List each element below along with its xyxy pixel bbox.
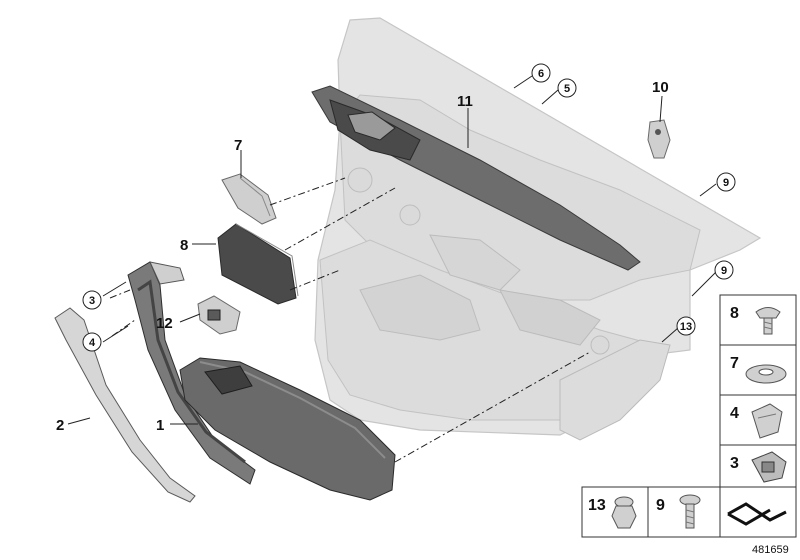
svg-text:9: 9 xyxy=(723,177,729,189)
door-pocket-part xyxy=(559,339,671,441)
svg-text:13: 13 xyxy=(588,497,606,514)
clip-part xyxy=(647,119,671,159)
callout-13: 13 xyxy=(676,316,696,336)
armrest-part xyxy=(179,357,396,501)
callout-5: 7 xyxy=(234,137,242,154)
svg-text:4: 4 xyxy=(730,405,739,422)
callout-11: 11 xyxy=(457,93,473,110)
fastener-box-3: 3 xyxy=(719,444,797,488)
svg-text:8: 8 xyxy=(730,305,739,322)
handle-frame-part xyxy=(127,261,256,485)
callout-4: 4 xyxy=(82,332,102,352)
fastener-box-4: 4 xyxy=(719,394,797,446)
fastener-box-8: 8 xyxy=(719,294,797,346)
bracket-part xyxy=(197,295,241,335)
leader-lines xyxy=(67,75,717,425)
svg-text:6: 6 xyxy=(538,68,544,80)
fastener-box-9: 9 xyxy=(647,486,721,538)
assembly-lines xyxy=(109,177,591,463)
callout-9-upper: 9 xyxy=(716,172,736,192)
svg-text:5: 5 xyxy=(564,83,570,95)
fastener-box-13: 13 xyxy=(581,486,649,538)
svg-text:3: 3 xyxy=(89,295,95,307)
svg-text:13: 13 xyxy=(680,321,692,333)
callout-8: 6 xyxy=(531,63,551,83)
circled-callouts: 3 4 6 5 9 9 13 xyxy=(82,63,736,352)
svg-text:3: 3 xyxy=(730,455,739,472)
fastener-box-7: 7 xyxy=(719,344,797,396)
svg-text:7: 7 xyxy=(730,355,739,372)
speaker-cover-part xyxy=(217,223,299,305)
trim-strip-part xyxy=(311,85,641,271)
callout-3: 3 xyxy=(82,290,102,310)
callout-9-lower: 9 xyxy=(714,260,734,280)
callout-7: 5 xyxy=(557,78,577,98)
callout-labels: 7 8 12 1 2 11 10 xyxy=(56,79,669,434)
svg-text:9: 9 xyxy=(656,497,665,514)
document-id: 481659 xyxy=(752,544,789,556)
callout-6: 8 xyxy=(180,237,188,254)
callout-10: 10 xyxy=(652,79,669,96)
callout-2: 2 xyxy=(56,417,64,434)
svg-text:9: 9 xyxy=(721,265,727,277)
callout-1: 1 xyxy=(156,417,164,434)
grab-trim-part xyxy=(54,307,196,503)
callout-12: 12 xyxy=(156,315,173,332)
svg-text:4: 4 xyxy=(89,337,96,349)
symbol-box xyxy=(719,486,797,538)
trim-cap-part xyxy=(221,173,277,225)
